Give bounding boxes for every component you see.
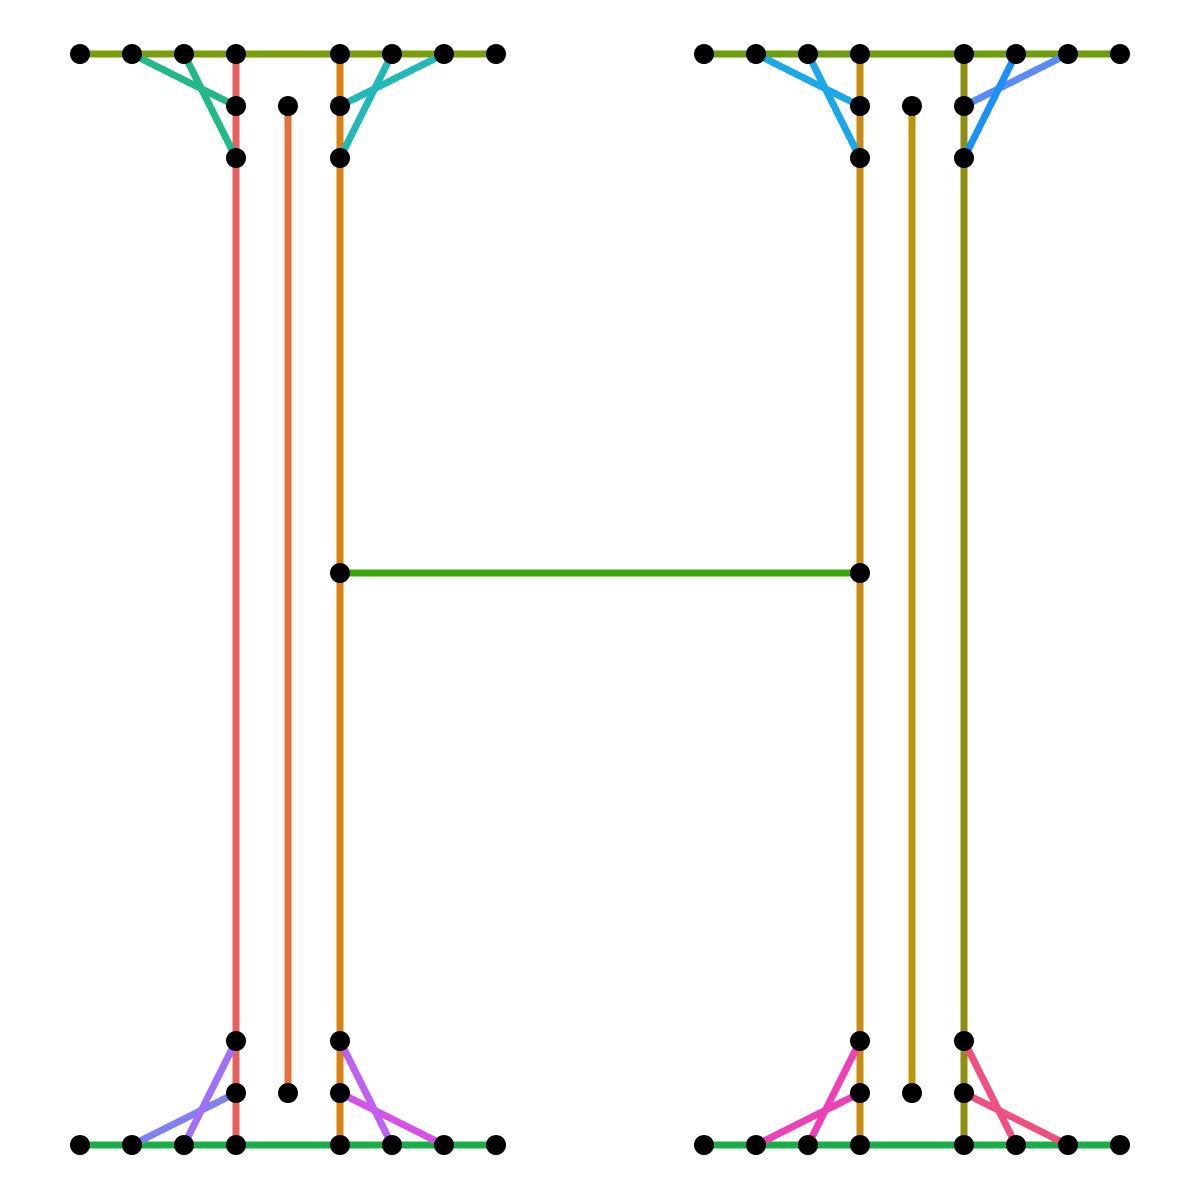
bracket-tl-3-edge bbox=[338, 50, 446, 110]
bracket-br-1-edge bbox=[754, 1089, 862, 1149]
node-18 bbox=[330, 96, 350, 116]
node-16 bbox=[226, 96, 246, 116]
diagram-nodes bbox=[70, 44, 1130, 1155]
node-48 bbox=[798, 1135, 818, 1155]
node-43 bbox=[382, 1135, 402, 1155]
bracket-br-4-edge bbox=[960, 1039, 1020, 1147]
node-29 bbox=[330, 1031, 350, 1051]
bracket-bl-1-edge bbox=[130, 1089, 238, 1149]
node-20 bbox=[902, 96, 922, 116]
node-23 bbox=[330, 148, 350, 168]
bracket-bl-4-edge bbox=[336, 1039, 396, 1147]
bracket-tl-2-edge bbox=[180, 52, 240, 160]
node-8 bbox=[694, 44, 714, 64]
node-5 bbox=[382, 44, 402, 64]
node-40 bbox=[174, 1135, 194, 1155]
node-26 bbox=[330, 563, 350, 583]
bracket-br-3-edge bbox=[962, 1089, 1070, 1149]
node-52 bbox=[1058, 1135, 1078, 1155]
node-17 bbox=[278, 96, 298, 116]
node-41 bbox=[226, 1135, 246, 1155]
node-9 bbox=[746, 44, 766, 64]
diagram-edges bbox=[80, 50, 1120, 1149]
bracket-br-2-edge bbox=[804, 1039, 864, 1147]
node-49 bbox=[850, 1135, 870, 1155]
node-35 bbox=[850, 1083, 870, 1103]
bracket-bl-3-edge bbox=[338, 1089, 446, 1149]
node-21 bbox=[954, 96, 974, 116]
node-31 bbox=[954, 1031, 974, 1051]
node-34 bbox=[330, 1083, 350, 1103]
node-12 bbox=[954, 44, 974, 64]
node-44 bbox=[434, 1135, 454, 1155]
bracket-tr-3-edge bbox=[962, 50, 1070, 110]
bracket-tr-1-edge bbox=[754, 50, 862, 110]
node-51 bbox=[1006, 1135, 1026, 1155]
node-27 bbox=[850, 563, 870, 583]
node-47 bbox=[746, 1135, 766, 1155]
node-14 bbox=[1058, 44, 1078, 64]
bracket-bl-2-edge bbox=[180, 1039, 240, 1147]
bracket-tl-1-edge bbox=[130, 50, 238, 110]
node-3 bbox=[226, 44, 246, 64]
node-1 bbox=[122, 44, 142, 64]
node-33 bbox=[278, 1083, 298, 1103]
node-30 bbox=[850, 1031, 870, 1051]
node-42 bbox=[330, 1135, 350, 1155]
node-19 bbox=[850, 96, 870, 116]
bracket-tr-4-edge bbox=[960, 52, 1020, 160]
node-45 bbox=[486, 1135, 506, 1155]
node-32 bbox=[226, 1083, 246, 1103]
node-38 bbox=[70, 1135, 90, 1155]
node-11 bbox=[850, 44, 870, 64]
node-53 bbox=[1110, 1135, 1130, 1155]
node-24 bbox=[850, 148, 870, 168]
node-28 bbox=[226, 1031, 246, 1051]
node-37 bbox=[954, 1083, 974, 1103]
node-6 bbox=[434, 44, 454, 64]
node-0 bbox=[70, 44, 90, 64]
node-4 bbox=[330, 44, 350, 64]
node-10 bbox=[798, 44, 818, 64]
node-2 bbox=[174, 44, 194, 64]
node-36 bbox=[902, 1083, 922, 1103]
bracket-tr-2-edge bbox=[804, 52, 864, 160]
node-50 bbox=[954, 1135, 974, 1155]
node-46 bbox=[694, 1135, 714, 1155]
node-7 bbox=[486, 44, 506, 64]
node-39 bbox=[122, 1135, 142, 1155]
node-25 bbox=[954, 148, 974, 168]
node-22 bbox=[226, 148, 246, 168]
bracket-tl-4-edge bbox=[336, 52, 396, 160]
node-15 bbox=[1110, 44, 1130, 64]
node-13 bbox=[1006, 44, 1026, 64]
